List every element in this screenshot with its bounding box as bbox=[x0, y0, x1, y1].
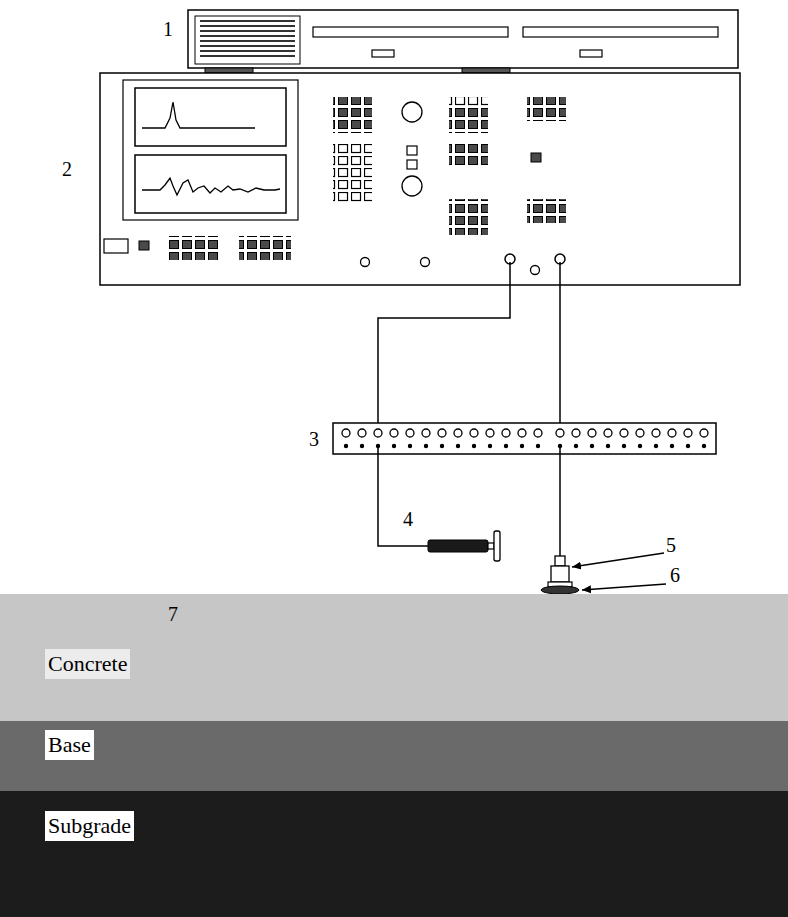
callout-number: 5 bbox=[666, 534, 676, 556]
leader-arrow bbox=[582, 584, 666, 590]
sensor-wire bbox=[559, 446, 561, 556]
subgrade-layer: Subgrade bbox=[0, 791, 788, 917]
hammer-wire bbox=[378, 446, 428, 546]
leader-arrow bbox=[572, 553, 664, 567]
signal-analyzer bbox=[100, 73, 740, 285]
layer-name: Subgrade bbox=[45, 811, 134, 841]
signal-wire bbox=[559, 262, 561, 432]
concrete-layer: Concrete bbox=[0, 594, 788, 721]
impact-hammer bbox=[428, 531, 500, 561]
callout-number: 6 bbox=[670, 564, 680, 586]
junction-box bbox=[333, 423, 716, 454]
accelerometer bbox=[541, 556, 579, 594]
base-layer: Base bbox=[0, 721, 788, 791]
layer-name: Concrete bbox=[45, 649, 130, 679]
callout-number: 1 bbox=[163, 18, 173, 40]
signal-wire bbox=[378, 262, 510, 432]
callout-number: 7 bbox=[168, 603, 178, 625]
recorder-unit bbox=[188, 10, 738, 73]
callout-number: 3 bbox=[309, 428, 319, 450]
layer-name: Base bbox=[45, 730, 94, 760]
callout-number: 2 bbox=[62, 158, 72, 180]
callout-number: 4 bbox=[403, 508, 413, 530]
